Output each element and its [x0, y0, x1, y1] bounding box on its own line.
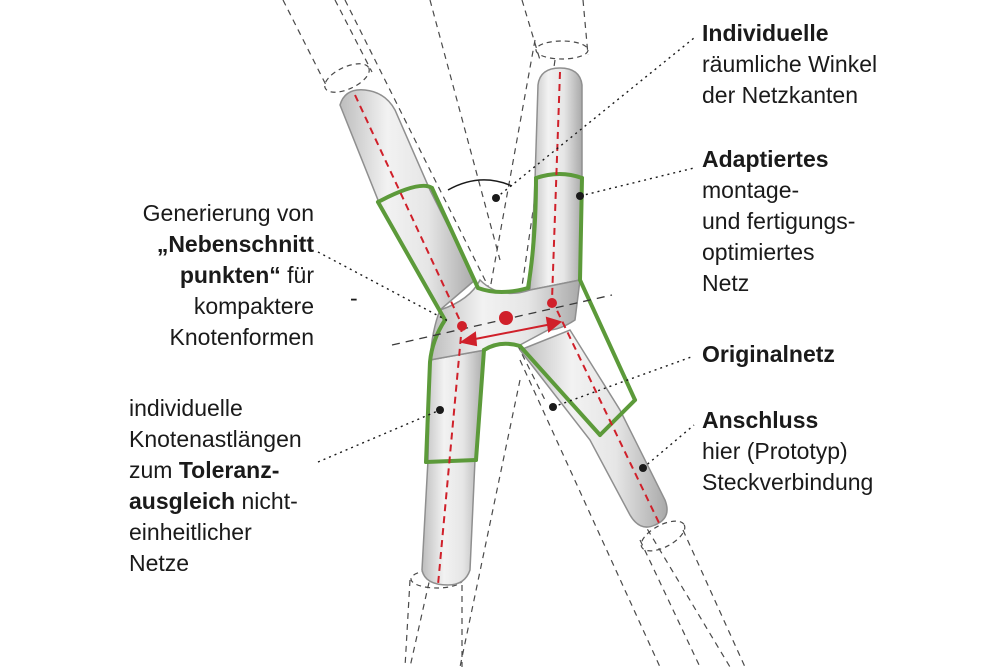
label-individuelle-line: räumliche Winkel: [702, 51, 878, 77]
label-generierung-line: kompaktere: [193, 293, 314, 319]
angle-arc: [447, 179, 513, 191]
label-individuelle: Individuelle räumliche Winkel der Netzka…: [702, 18, 877, 111]
label-generierung-line: punkten“ für: [143, 260, 314, 291]
leader-lines: [317, 37, 695, 469]
secondary-point-right: [547, 298, 557, 308]
label-adaptiertes-line: Netz: [702, 270, 750, 296]
label-knotenast-bold: Toleranz-: [178, 457, 280, 483]
label-knotenast-pre: zum: [129, 457, 179, 483]
label-dash: -: [350, 285, 358, 311]
label-adaptiertes-line: montage-: [702, 177, 800, 203]
label-anschluss-title: Anschluss: [702, 407, 819, 433]
label-generierung-bold: punkten“: [179, 262, 281, 288]
label-anschluss-line: Steckverbindung: [702, 469, 874, 495]
center-point: [499, 311, 513, 325]
label-generierung-rest: für: [280, 262, 314, 288]
node-body: [339, 67, 668, 586]
label-knotenast-line: Netze: [129, 550, 190, 576]
label-generierung-line: Knotenformen: [169, 324, 314, 350]
leader-dots: [436, 192, 647, 472]
label-adaptiertes-title: Adaptiertes: [702, 146, 829, 172]
label-knotenast-line: ausgleich nicht-: [129, 486, 302, 517]
label-generierung-line: Generierung von: [142, 200, 314, 226]
label-knotenast-line: individuelle: [129, 395, 243, 421]
secondary-point-left: [457, 321, 467, 331]
label-individuelle-line: der Netzkanten: [702, 82, 858, 108]
label-adaptiertes: Adaptiertes montage- und fertigungs- opt…: [702, 144, 855, 299]
label-adaptiertes-line: optimiertes: [702, 239, 815, 265]
label-anschluss: Anschluss hier (Prototyp) Steckverbindun…: [702, 405, 873, 498]
label-anschluss-line: hier (Prototyp): [702, 438, 848, 464]
label-originalnetz: Originalnetz: [702, 339, 835, 370]
label-knotenast-rest: nicht-: [235, 488, 298, 514]
adapted-outline: [376, 172, 637, 464]
label-generierung-bold: „Nebenschnitt: [156, 231, 314, 257]
axis-lines: [354, 71, 661, 586]
label-individuelle-title: Individuelle: [702, 20, 829, 46]
label-originalnetz-title: Originalnetz: [702, 341, 835, 367]
label-knotenast-line: einheitlicher: [129, 519, 252, 545]
label-knotenast-bold: ausgleich: [129, 488, 236, 514]
offset-arrow: [459, 316, 563, 347]
label-knotenast: individuelle Knotenastlängen zum Toleran…: [129, 393, 302, 579]
label-knotenast-line: zum Toleranz-: [129, 455, 302, 486]
label-knotenast-line: Knotenastlängen: [129, 426, 302, 452]
label-generierung: Generierung von „Nebenschnitt punkten“ f…: [143, 198, 314, 353]
label-adaptiertes-line: und fertigungs-: [702, 208, 856, 234]
